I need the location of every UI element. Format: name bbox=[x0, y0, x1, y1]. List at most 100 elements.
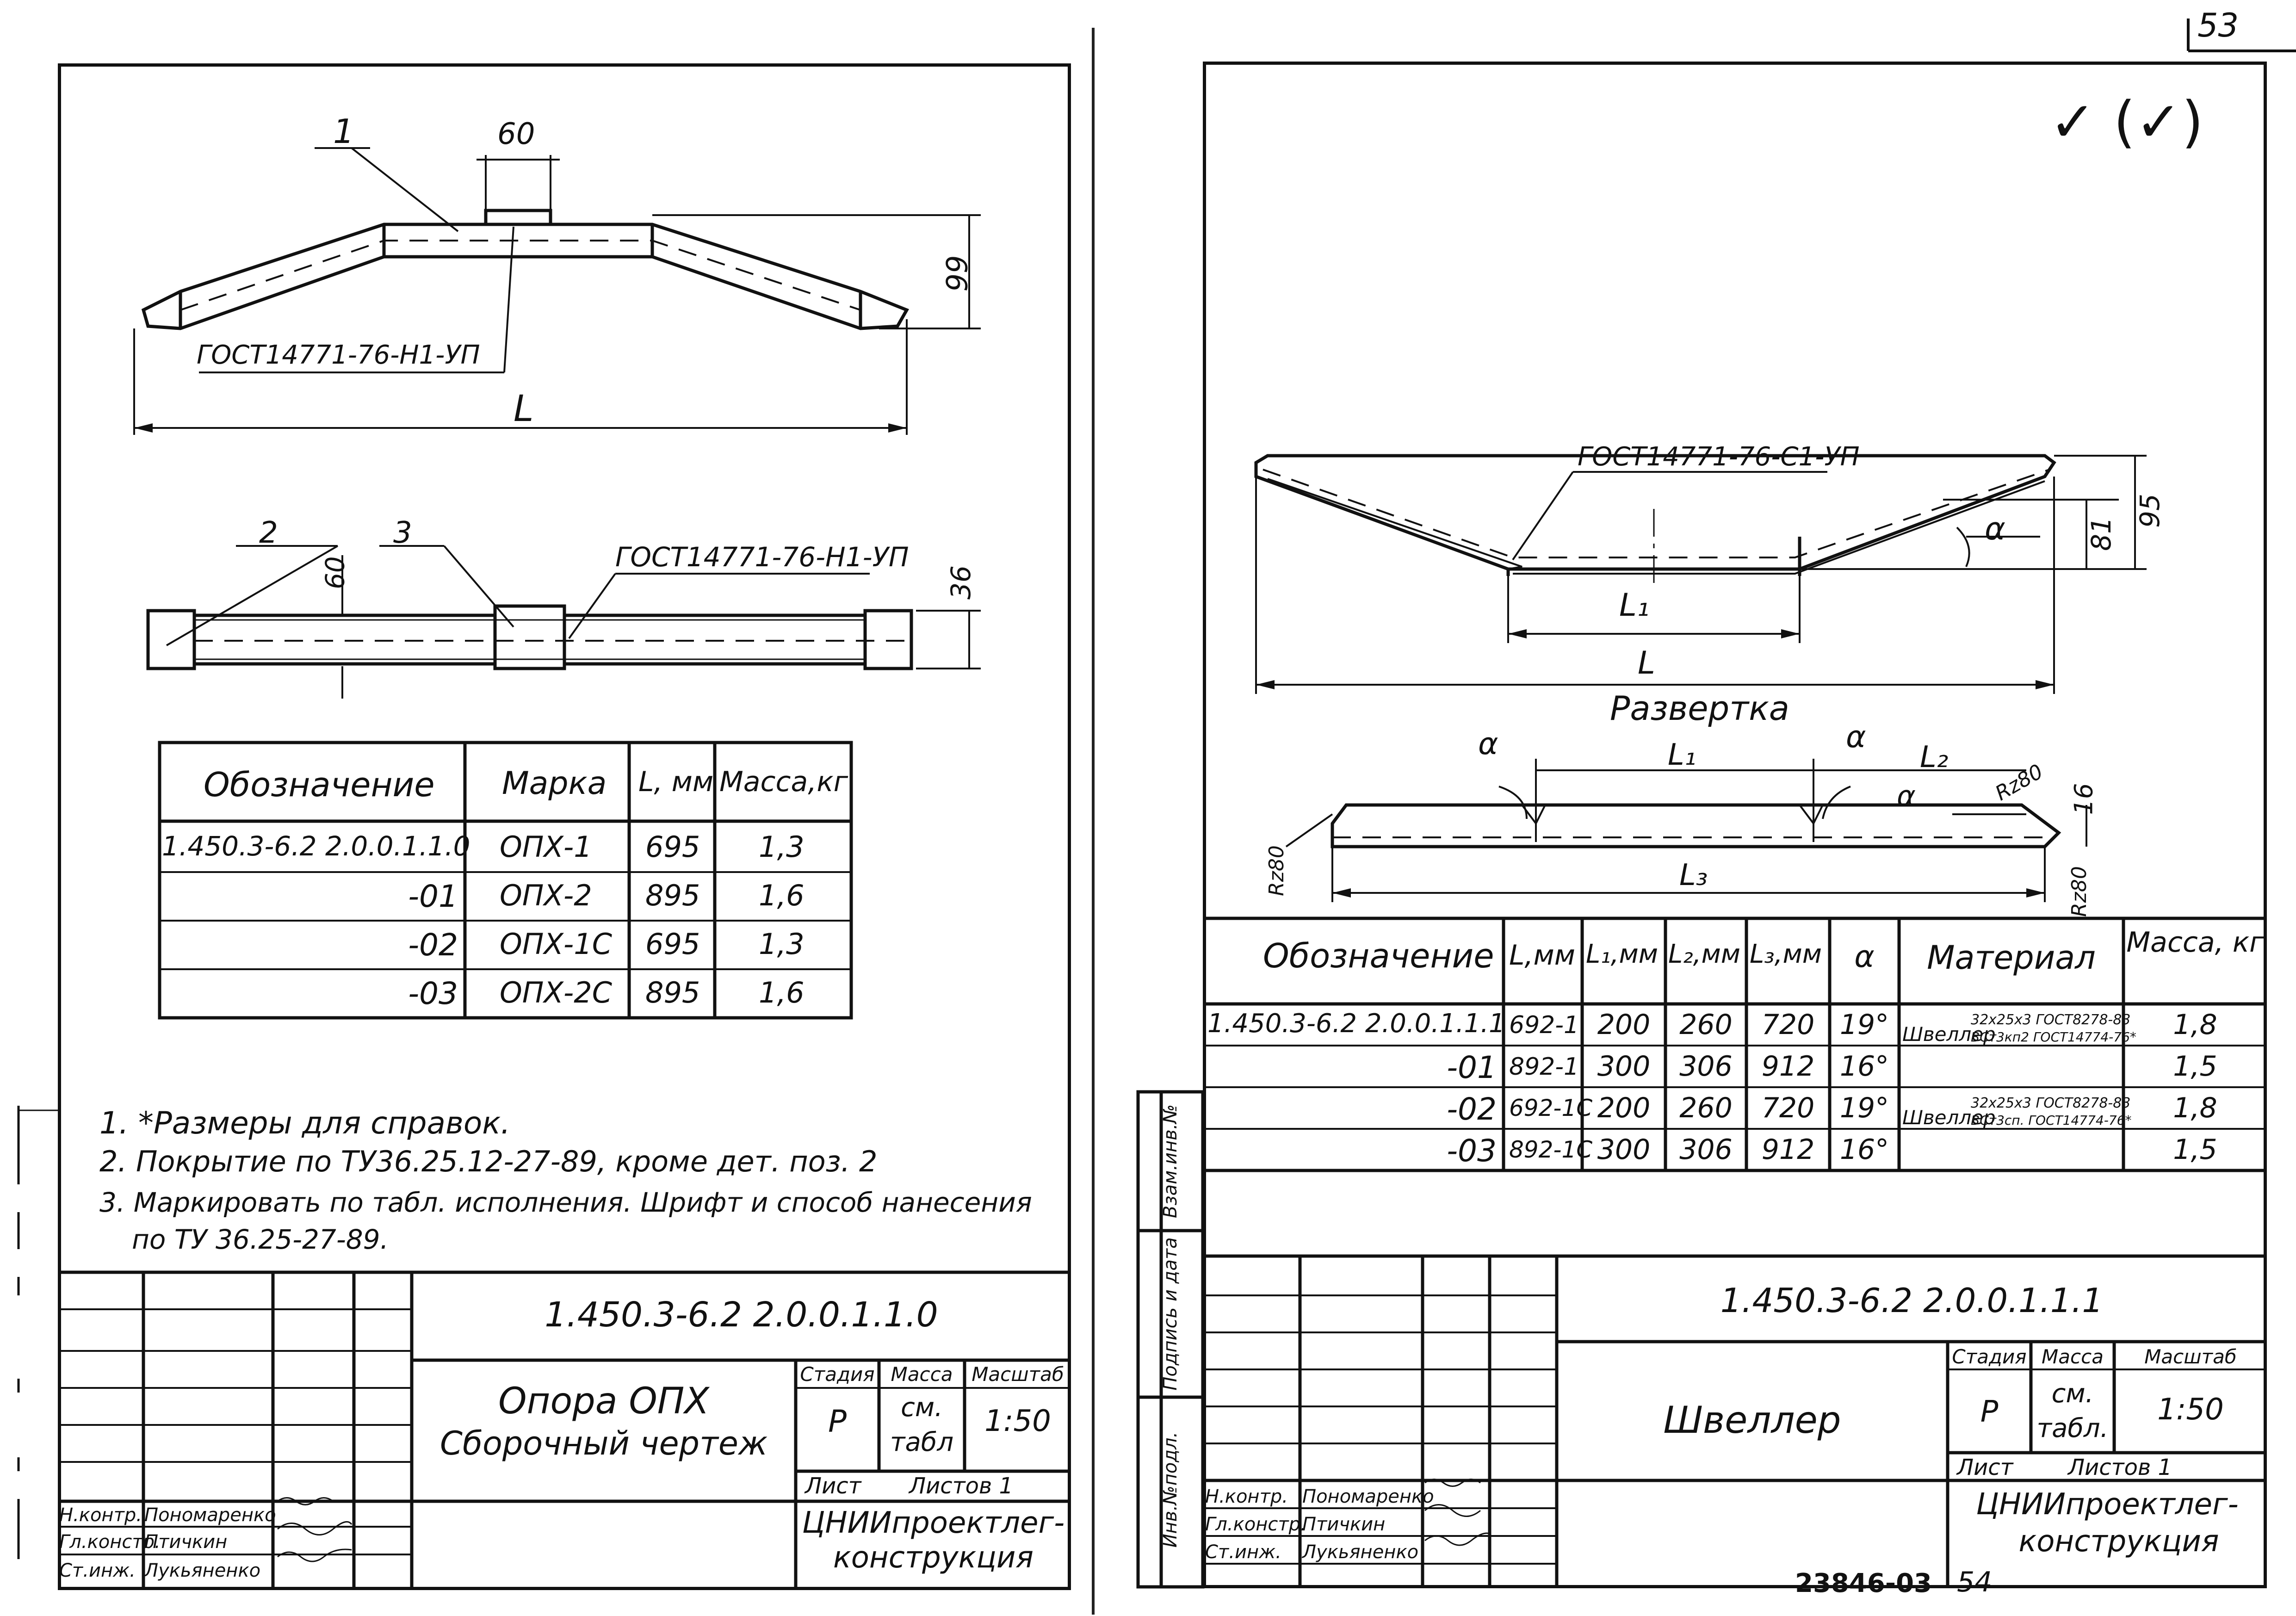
left-row-2-mark: ОПХ-2 bbox=[500, 879, 592, 912]
note-3-continued: по ТУ 36.25-27-89. bbox=[132, 1224, 389, 1255]
left-signer-1-role: Н.контр. bbox=[59, 1505, 142, 1526]
left-row-1-designation: 1.450.3-6.2 2.0.0.1.1.0 bbox=[162, 830, 470, 862]
dim-36: 36 bbox=[945, 565, 977, 600]
right-row-1-designation: 1.450.3-6.2 2.0.0.1.1.1 bbox=[1207, 1009, 1505, 1039]
support-plan-view bbox=[146, 545, 981, 699]
left-stage-value: Р bbox=[828, 1404, 847, 1439]
part-number-1: 1 bbox=[333, 112, 354, 151]
dim-60-top: 60 bbox=[497, 117, 535, 151]
side-label-replacement: Взам.инв.№ bbox=[1160, 1104, 1181, 1219]
left-row-2-designation: -01 bbox=[408, 879, 458, 914]
support-side-view bbox=[133, 147, 981, 435]
right-row-3-material: Швеллер bbox=[1902, 1106, 1996, 1129]
right-row-2-mass: 1,5 bbox=[2173, 1050, 2217, 1083]
right-row-2-designation: -01 bbox=[1447, 1050, 1497, 1085]
right-signer-2-role: Гл.констр. bbox=[1205, 1514, 1306, 1535]
page-divider bbox=[1092, 28, 1095, 1615]
left-row-3-mass: 1,3 bbox=[759, 927, 805, 961]
alpha-dev-mid: α bbox=[1846, 719, 1866, 755]
part-number-2: 2 bbox=[259, 516, 278, 550]
unfold-title: Развертка bbox=[1610, 689, 1789, 728]
signatures bbox=[277, 1479, 1490, 1562]
left-row-3-length: 695 bbox=[645, 927, 700, 961]
dim-16: 16 bbox=[2069, 783, 2098, 815]
rz80-bottom: Rz80 bbox=[2067, 866, 2091, 917]
left-row-1-length: 695 bbox=[645, 830, 700, 864]
right-material-2-top: 32x25x3 ГОСТ8278-83 bbox=[1971, 1095, 2131, 1111]
right-side-strip bbox=[1136, 1090, 1205, 1589]
channel-view bbox=[1254, 454, 2147, 694]
note-1: 1. *Размеры для справок. bbox=[99, 1105, 511, 1141]
right-sheet-frame bbox=[1203, 62, 2267, 1588]
right-signer-2-name: Птичкин bbox=[1302, 1514, 1386, 1535]
right-row-3-designation: -02 bbox=[1447, 1091, 1497, 1127]
footer-code: 23846-03 bbox=[1795, 1568, 1932, 1598]
right-sheet-label: Лист bbox=[1957, 1455, 2013, 1480]
left-sheets-label: Листов 1 bbox=[909, 1473, 1014, 1499]
right-mass-label: Масса bbox=[2042, 1345, 2104, 1368]
right-row-2-L: 892-1 bbox=[1509, 1053, 1579, 1081]
left-mass-label: Масса bbox=[891, 1363, 953, 1386]
left-row-4-length: 895 bbox=[645, 976, 700, 1009]
right-stage-value: Р bbox=[1980, 1395, 1999, 1429]
right-table-header-alpha: α bbox=[1854, 939, 1875, 974]
right-table-header-L2: L₂,мм bbox=[1668, 939, 1740, 969]
dim-81: 81 bbox=[2085, 517, 2117, 551]
right-material-1-top: 32x25x3 ГОСТ8278-83 bbox=[1971, 1012, 2131, 1028]
right-row-3-L1: 200 bbox=[1597, 1092, 1651, 1124]
right-table-header-L: L,мм bbox=[1509, 939, 1576, 972]
left-org-line1: ЦНИИпроектлег- bbox=[802, 1506, 1065, 1540]
left-signer-3-name: Лукьяненко bbox=[144, 1560, 261, 1581]
left-row-3-mark: ОПХ-1С bbox=[500, 927, 613, 961]
right-row-2-alpha: 16° bbox=[1839, 1050, 1889, 1083]
right-table-header-L1: L₁,мм bbox=[1586, 939, 1658, 969]
left-mass-value-2: табл bbox=[890, 1427, 954, 1457]
dim-L1-top: L₁ bbox=[1619, 587, 1650, 624]
right-row-4-alpha: 16° bbox=[1839, 1133, 1889, 1166]
left-row-2-mass: 1,6 bbox=[759, 879, 805, 912]
side-label-signature-date: Подпись и дата bbox=[1160, 1237, 1181, 1391]
left-table-header-mass: Масса,кг bbox=[719, 766, 848, 798]
right-row-3-L2: 260 bbox=[1679, 1092, 1733, 1124]
left-name-line2: Сборочный чертеж bbox=[439, 1424, 768, 1462]
dim-L2-dev: L₂ bbox=[1920, 740, 1949, 774]
left-table-header-length: L, мм bbox=[638, 766, 714, 798]
right-signer-1-role: Н.контр. bbox=[1205, 1486, 1288, 1507]
left-margin-marks bbox=[17, 1106, 58, 1559]
left-signer-1-name: Пономаренко bbox=[144, 1505, 276, 1526]
left-signer-2-name: Птичкин bbox=[144, 1531, 228, 1553]
right-title-block-grid bbox=[1203, 1254, 2267, 1588]
dim-L1-dev: L₁ bbox=[1668, 738, 1696, 772]
right-material-1-bottom: ВСт3кп2 ГОСТ14774-76* bbox=[1971, 1029, 2136, 1045]
right-table-header-mass: Масса, кг bbox=[2126, 926, 2264, 959]
left-sheet-label: Лист bbox=[805, 1473, 861, 1499]
left-title-block-grid bbox=[58, 1270, 1071, 1587]
side-label-inventory: Инв.№подл. bbox=[1160, 1431, 1181, 1548]
weld-note-right: ГОСТ14771-76-С1-УП bbox=[1578, 442, 1860, 472]
left-row-4-mass: 1,6 bbox=[759, 976, 805, 1009]
rz80-left: Rz80 bbox=[1264, 845, 1288, 896]
dim-60-side: 60 bbox=[320, 556, 351, 589]
right-row-3-mass: 1,8 bbox=[2173, 1092, 2217, 1124]
right-row-2-L1: 300 bbox=[1597, 1050, 1651, 1083]
page-number-fragment: 53 bbox=[2197, 6, 2239, 44]
note-3: 3. Маркировать по табл. исполнения. Шриф… bbox=[99, 1187, 1032, 1218]
dim-L3-dev: L₃ bbox=[1679, 858, 1708, 892]
page-number: 54 bbox=[1957, 1566, 1993, 1598]
left-table-header-designation: Обозначение bbox=[204, 765, 435, 804]
dim-99: 99 bbox=[940, 255, 974, 292]
dim-95: 95 bbox=[2134, 494, 2166, 528]
right-sheets-label: Листов 1 bbox=[2068, 1455, 2172, 1480]
left-stage-label: Стадия bbox=[800, 1363, 875, 1386]
left-mass-value-1: см. bbox=[901, 1393, 943, 1423]
part-number-3: 3 bbox=[393, 516, 412, 550]
dim-L-left: L bbox=[514, 388, 534, 430]
right-table-grid bbox=[1203, 916, 2267, 1172]
right-doc-number: 1.450.3-6.2 2.0.0.1.1.1 bbox=[1720, 1281, 2104, 1320]
right-row-4-designation: -03 bbox=[1447, 1133, 1497, 1169]
right-table-header-designation: Обозначение bbox=[1263, 936, 1494, 975]
right-row-3-L: 692-1С bbox=[1509, 1095, 1593, 1121]
note-2: 2. Покрытие по ТУ36.25.12-27-89, кроме д… bbox=[99, 1145, 878, 1178]
